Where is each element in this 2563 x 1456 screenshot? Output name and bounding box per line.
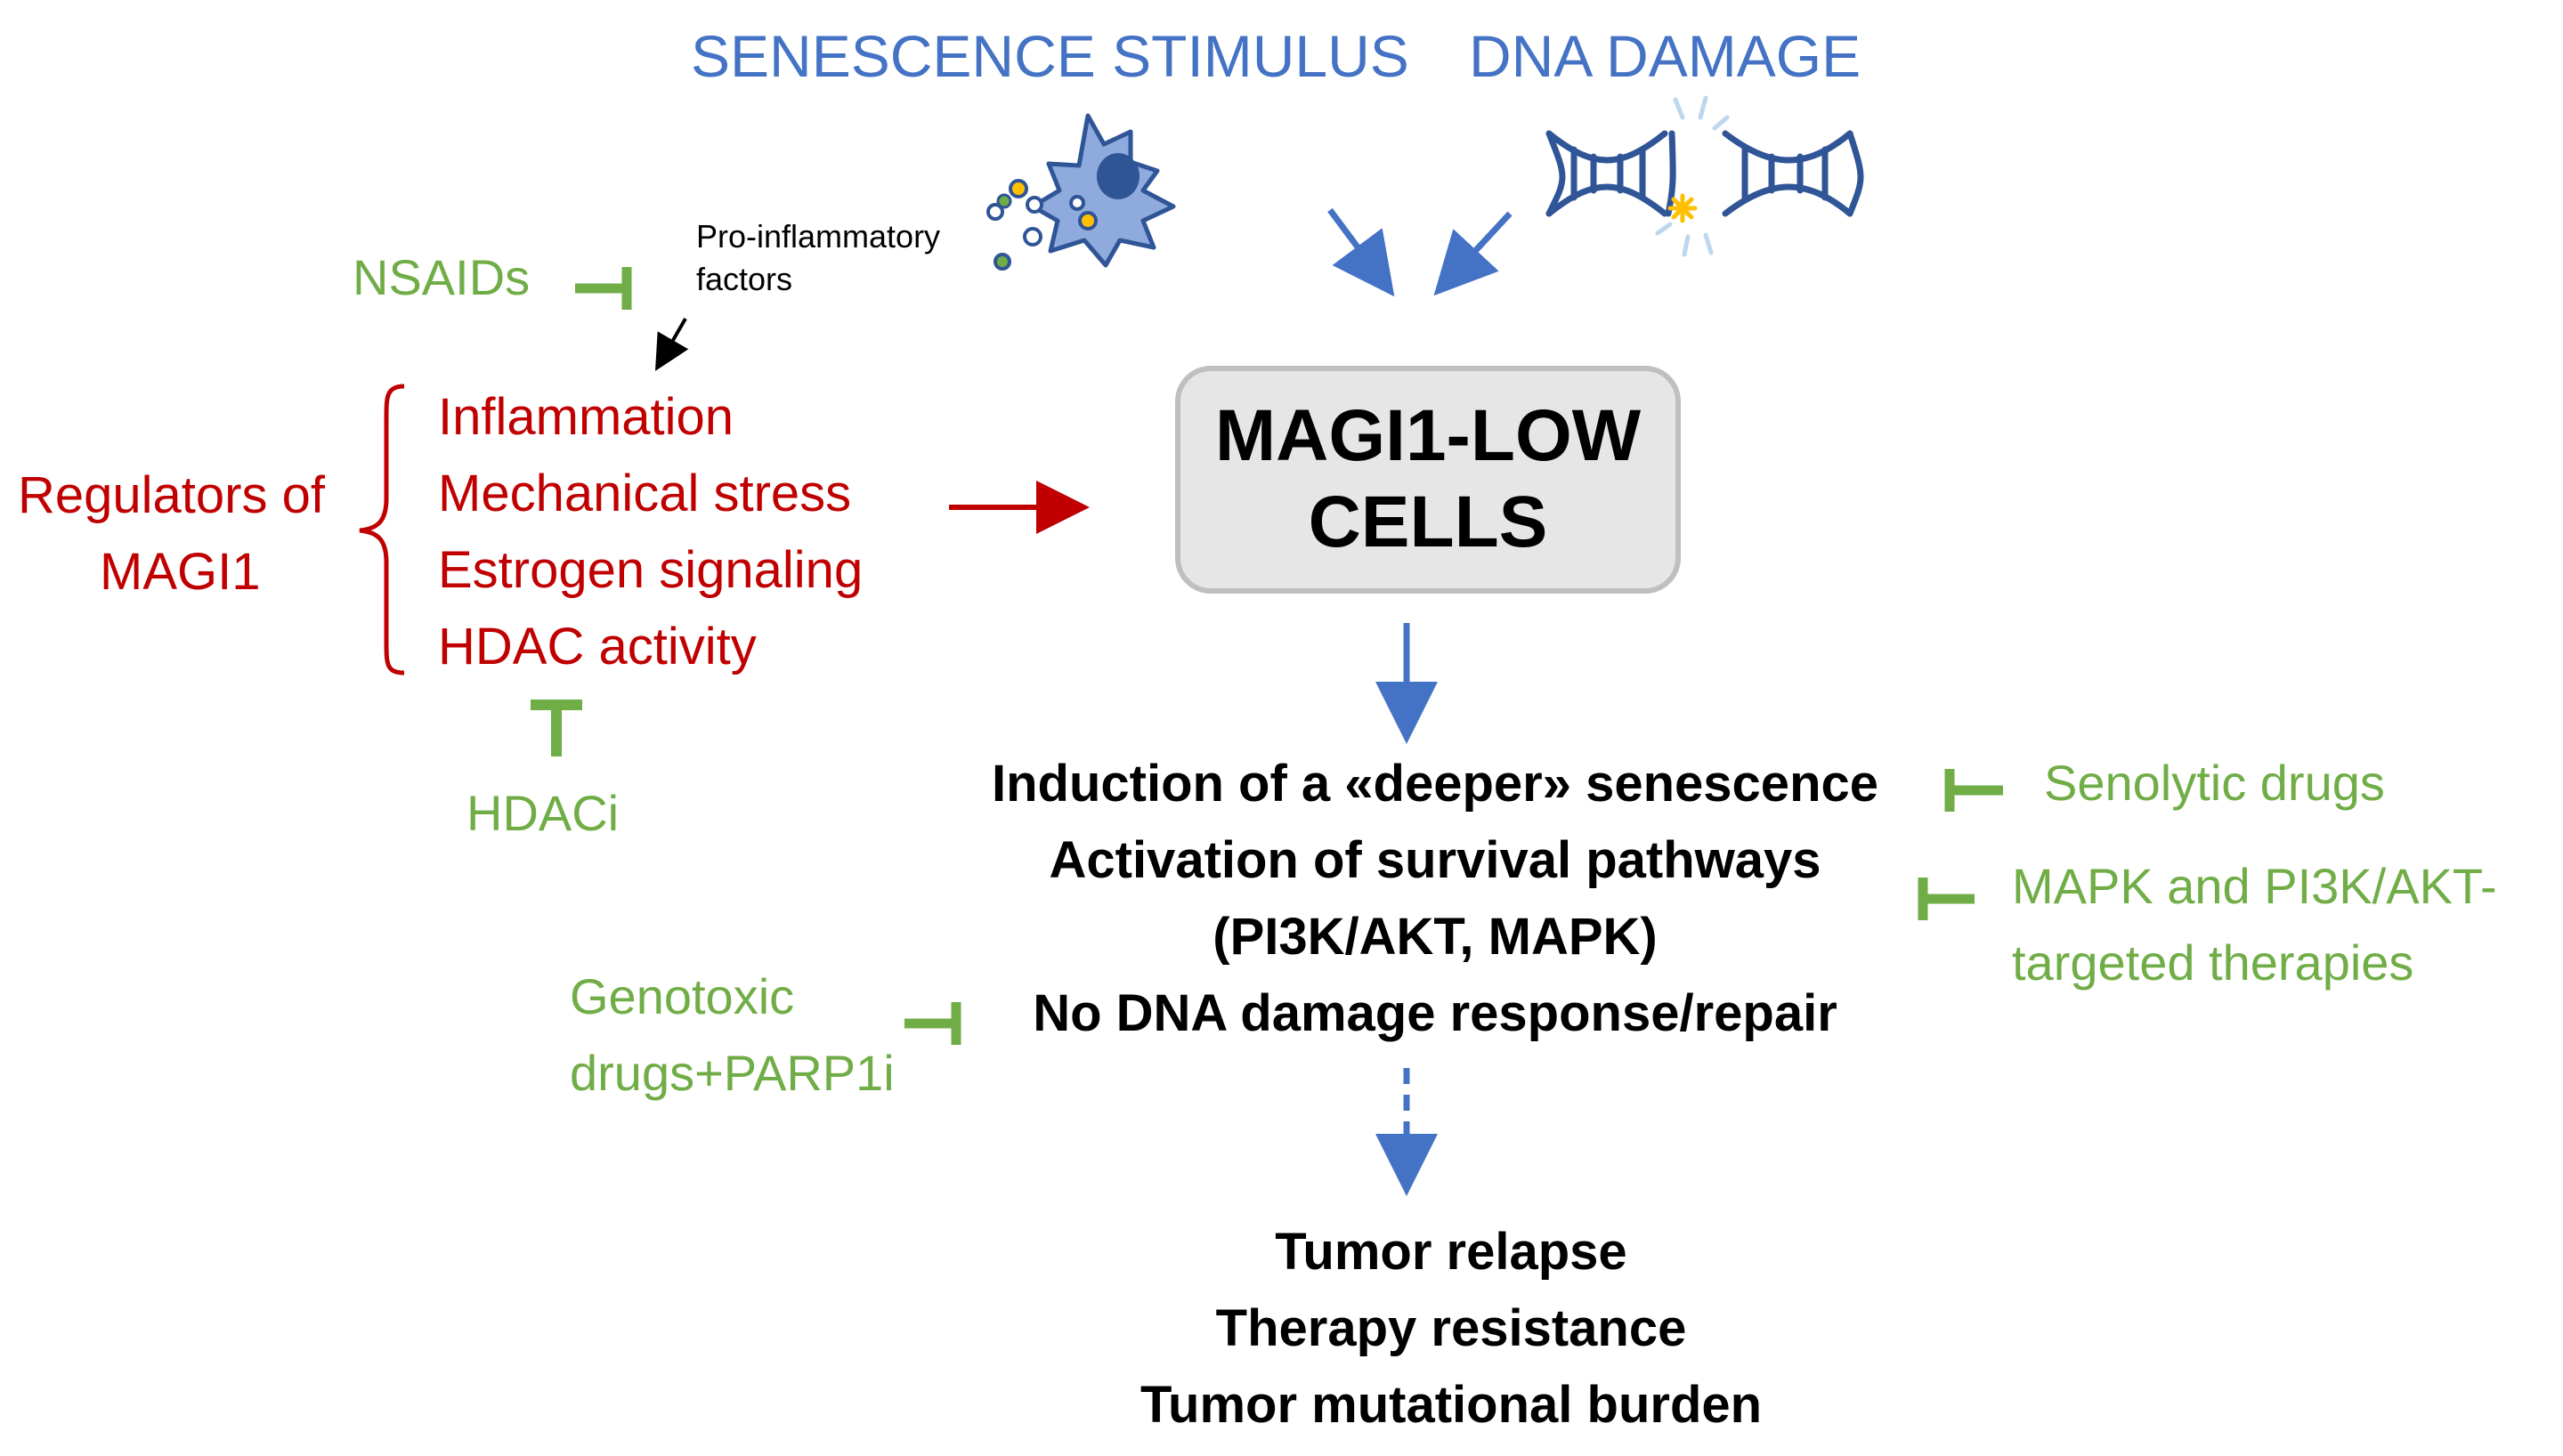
effect-item: Activation of survival pathways xyxy=(1049,831,1821,889)
effect-item: Induction of a «deeper» senescence xyxy=(991,755,1879,813)
mapk-therapies-label: MAPK and PI3K/AKT- xyxy=(2012,858,2497,914)
mapk-inhibition-symbol xyxy=(1918,878,1975,920)
regulators-brace xyxy=(359,384,405,675)
magi1-label: MAGI1 xyxy=(100,543,261,601)
regulator-item: Inflammation xyxy=(438,388,734,446)
senescence-stimulus-label: SENESCENCE STIMULUS xyxy=(691,23,1409,89)
hdaci-inhibition-symbol xyxy=(531,700,582,756)
regulator-item: Mechanical stress xyxy=(438,465,852,522)
outcome-item: Tumor relapse xyxy=(1275,1223,1627,1281)
regulators-label: Regulators of xyxy=(18,466,325,524)
nsaids-inhibition-symbol xyxy=(575,267,632,310)
magi1-low-cells-box: MAGI1-LOW CELLS xyxy=(1175,366,1681,594)
outcome-item: Tumor mutational burden xyxy=(1140,1376,1763,1434)
targeted-therapies-label: targeted therapies xyxy=(2012,934,2414,991)
effect-item: No DNA damage response/repair xyxy=(1033,984,1837,1042)
senescent-cell-icon xyxy=(986,113,1176,271)
dna-damage-label: DNA DAMAGE xyxy=(1469,23,1861,89)
genotoxic-inhibition-symbol xyxy=(904,1002,961,1045)
parp1i-label: drugs+PARP1i xyxy=(570,1045,895,1101)
pro-inflammatory-label: Pro-inflammatory xyxy=(696,218,941,255)
nsaids-label: NSAIDs xyxy=(353,249,531,305)
dna-damage-icon xyxy=(1545,95,1864,257)
genotoxic-label: Genotoxic xyxy=(570,968,795,1024)
pro-inflammatory-arrow xyxy=(655,318,689,371)
outcome-item: Therapy resistance xyxy=(1215,1299,1687,1357)
factors-label: factors xyxy=(696,261,793,297)
dna-damage-arrow xyxy=(1433,211,1513,296)
box-title-line1: MAGI1-LOW xyxy=(1214,395,1642,477)
regulator-item: Estrogen signaling xyxy=(438,541,864,599)
box-title-line2: CELLS xyxy=(1308,481,1548,562)
senolytic-drugs-label: Senolytic drugs xyxy=(2044,755,2385,811)
senolytic-inhibition-symbol xyxy=(1944,769,2003,812)
stimulus-arrow xyxy=(1327,207,1395,297)
effect-item: (PI3K/AKT, MAPK) xyxy=(1213,908,1658,966)
regulator-item: HDAC activity xyxy=(438,618,757,675)
hdaci-label: HDACi xyxy=(466,785,620,841)
